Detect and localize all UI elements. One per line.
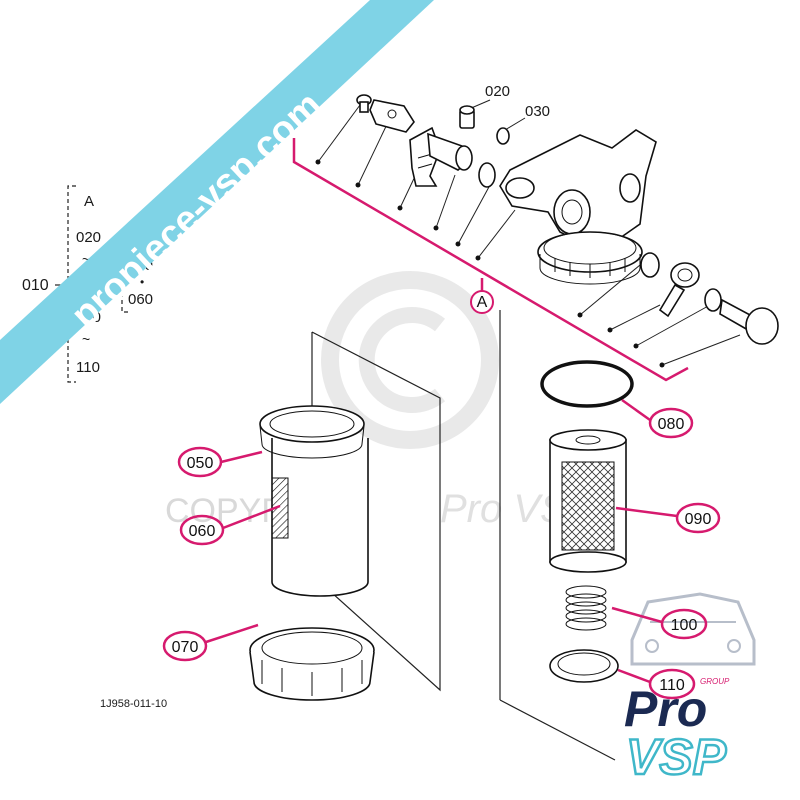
callout-030-label: 030 <box>525 103 550 120</box>
o-ring-080-part <box>540 360 634 408</box>
car-silhouette-icon <box>630 592 756 666</box>
svg-text:110: 110 <box>659 677 685 694</box>
filter-element-part <box>549 429 627 573</box>
callout-110: 110 <box>617 668 696 700</box>
callout-020-label: 020 <box>485 83 510 100</box>
o-ring-right-part <box>640 252 660 278</box>
copyright-symbol-icon <box>321 271 499 449</box>
tree-060-label: 060 <box>128 291 153 308</box>
hollow-bolt-part <box>719 298 779 345</box>
tree-tilde-2: ~ <box>82 331 90 347</box>
filter-bowl-part <box>259 405 369 597</box>
o-ring-small-part <box>478 162 496 188</box>
tree-dot: • <box>140 275 144 289</box>
group-a-bracket: A <box>292 138 689 382</box>
callout-080: 080 <box>621 398 694 439</box>
logo-group-text: GROUP <box>700 677 730 686</box>
svg-text:070: 070 <box>172 639 199 656</box>
tree-tilde-1: ~ <box>82 251 90 267</box>
banner-url-text: propiece-vsp.com <box>63 84 329 337</box>
tree-a-label: A <box>84 193 94 210</box>
tree-root-label: 010 <box>22 277 49 294</box>
filter-head-body <box>499 129 657 285</box>
filter-head-assembly <box>315 94 779 368</box>
provsp-logo: 100 110 GROUP Pro VSP <box>611 592 756 786</box>
callout-090: 090 <box>615 502 721 534</box>
svg-text:100: 100 <box>671 617 698 634</box>
group-a-label: A <box>477 294 488 311</box>
spring-part <box>565 585 607 631</box>
logo-pro-text: Pro <box>624 681 707 737</box>
washer-030-part <box>496 127 510 145</box>
callout-050: 050 <box>177 446 263 478</box>
gasket-part <box>549 649 619 683</box>
svg-text:080: 080 <box>658 416 685 433</box>
bolt-020-part <box>459 105 475 129</box>
washer-right-part <box>704 288 722 312</box>
callout-100: 100 <box>611 606 708 640</box>
callout-070: 070 <box>162 623 259 662</box>
callout-060: 060 <box>179 504 281 546</box>
screw-part <box>356 94 372 113</box>
bracket-plate-part <box>369 99 415 133</box>
tree-020-label: 020 <box>76 229 101 246</box>
ring-nut-part <box>249 627 375 701</box>
svg-text:090: 090 <box>685 511 712 528</box>
svg-text:060: 060 <box>189 523 216 540</box>
svg-text:050: 050 <box>187 455 214 472</box>
valve-cone-part <box>427 132 473 171</box>
group-a-callout <box>470 290 494 314</box>
diagram-code: 1J958-011-10 <box>100 698 167 710</box>
tree-110-label: 110 <box>76 359 100 376</box>
logo-vsp-text: VSP <box>626 729 727 785</box>
banjo-fitting-part <box>658 262 700 318</box>
